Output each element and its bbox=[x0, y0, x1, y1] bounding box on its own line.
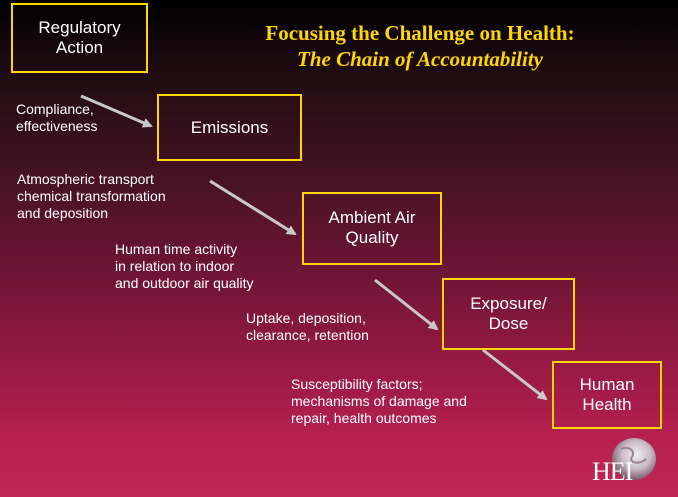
human-health-box: Human Health bbox=[552, 361, 662, 429]
arrow-to-emissions bbox=[80, 94, 153, 128]
title-line-1: Focusing the Challenge on Health: bbox=[265, 21, 575, 45]
hei-logo-icon bbox=[612, 438, 656, 480]
label-compliance: Compliance, effectiveness bbox=[16, 101, 98, 134]
regulatory-action-box: Regulatory Action bbox=[11, 3, 148, 73]
exposure-dose-box: Exposure/ Dose bbox=[442, 278, 575, 350]
label-activity: Human time activity in relation to indoo… bbox=[115, 241, 254, 291]
arrow-to-health bbox=[482, 348, 548, 401]
arrow-to-ambient bbox=[209, 179, 297, 236]
slide-title: Focusing the Challenge on Health: The Ch… bbox=[195, 20, 645, 72]
label-transport: Atmospheric transport chemical transform… bbox=[17, 171, 166, 221]
title-line-2: The Chain of Accountability bbox=[297, 47, 543, 71]
arrow-to-exposure bbox=[374, 278, 439, 331]
ambient-air-quality-box: Ambient Air Quality bbox=[302, 192, 442, 265]
label-uptake: Uptake, deposition, clearance, retention bbox=[246, 310, 369, 343]
label-susceptibility: Susceptibility factors; mechanisms of da… bbox=[291, 376, 467, 426]
hei-logo-text: HEI bbox=[592, 457, 633, 486]
emissions-box: Emissions bbox=[157, 94, 302, 161]
